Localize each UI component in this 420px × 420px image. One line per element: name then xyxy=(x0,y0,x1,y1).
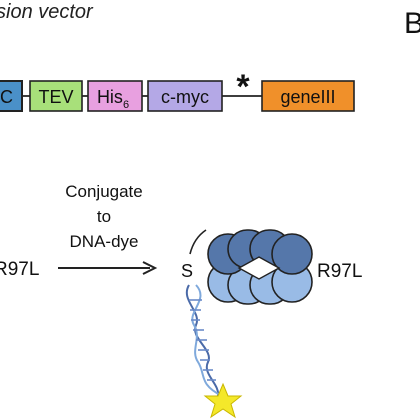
vector-title: sion vector xyxy=(0,1,94,23)
to-label: to xyxy=(97,207,111,226)
his-subscript: 6 xyxy=(123,99,129,111)
linker-curve xyxy=(189,229,207,255)
c-terminal-label: C xyxy=(0,87,13,107)
protein-dimer xyxy=(207,229,313,305)
dna-base-pairs xyxy=(189,299,216,381)
dna-strand-left xyxy=(185,284,220,397)
conjugate-label: Conjugate xyxy=(65,182,143,201)
his-main: His xyxy=(97,87,123,107)
panel-letter: B xyxy=(404,7,420,40)
gene3-box xyxy=(261,80,355,112)
stop-codon-asterisk: * xyxy=(236,68,250,106)
c-terminal-box xyxy=(0,80,23,112)
dna-dye-label: DNA-dye xyxy=(70,232,139,251)
right-variant-label: R97L xyxy=(317,261,362,282)
gene3-label: geneIII xyxy=(280,87,335,107)
his6-box xyxy=(87,80,143,112)
his6-label: His6 xyxy=(97,87,129,111)
dimer-top-subunit xyxy=(207,229,313,275)
tev-label: TEV xyxy=(38,87,73,107)
reaction-arrowhead xyxy=(142,261,158,275)
dimer-central-cavity xyxy=(237,256,281,280)
cmyc-box xyxy=(147,80,223,112)
sulfur-label: S xyxy=(181,261,193,281)
cmyc-label: c-myc xyxy=(161,87,209,107)
dna-strand-right xyxy=(191,284,223,397)
dye-star-icon xyxy=(203,382,243,419)
left-variant-label: R97L xyxy=(0,259,39,280)
tev-box xyxy=(29,80,83,112)
